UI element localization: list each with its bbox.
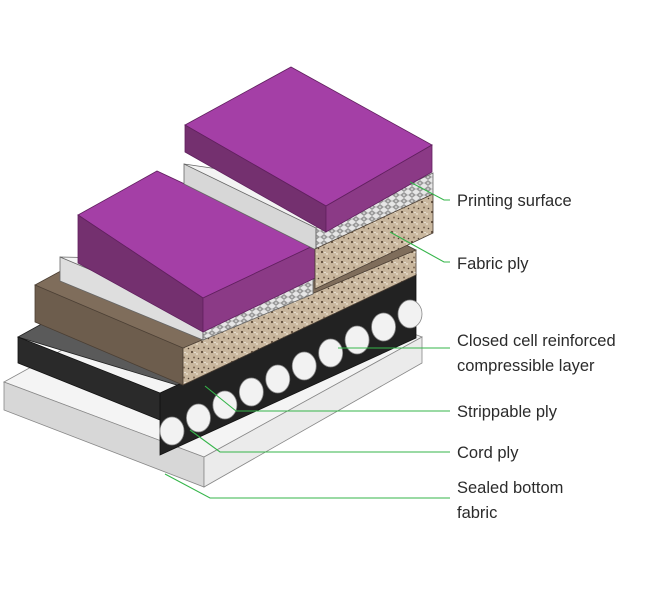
leader-cord-ply [189, 429, 450, 453]
label-strippable-ply: Strippable ply [457, 403, 558, 421]
cord [291, 351, 317, 381]
leader-lines [164, 181, 450, 499]
cord [397, 299, 423, 329]
cord [159, 416, 185, 446]
cord-ply-cords [159, 299, 423, 446]
cord [212, 390, 238, 420]
cord [238, 377, 264, 407]
leader-strippable-ply [204, 385, 450, 412]
label-sealed-line-1: Sealed bottom [457, 479, 563, 497]
cord [344, 325, 370, 355]
leader-sealed-bottom-fabric [164, 473, 450, 499]
leader-printing-surface [409, 181, 450, 201]
cord [371, 312, 396, 342]
upper-printing-surface [184, 66, 433, 233]
label-compressible-line-1: Closed cell reinforced [457, 332, 616, 350]
label-sealed-line-2: fabric [457, 504, 497, 522]
label-printing-surface: Printing surface [457, 192, 572, 210]
label-cord-ply: Cord ply [457, 444, 519, 462]
cord [318, 338, 344, 368]
label-compressible-line-2: compressible layer [457, 357, 595, 375]
cord [265, 364, 291, 394]
cord [186, 403, 211, 433]
front-printing-surface [77, 170, 316, 333]
upper-compressible-layer [314, 193, 434, 290]
layer-labels: Printing surface Fabric ply Closed cell … [457, 192, 616, 522]
label-fabric-ply: Fabric ply [457, 255, 529, 273]
leader-fabric-ply [389, 231, 450, 263]
